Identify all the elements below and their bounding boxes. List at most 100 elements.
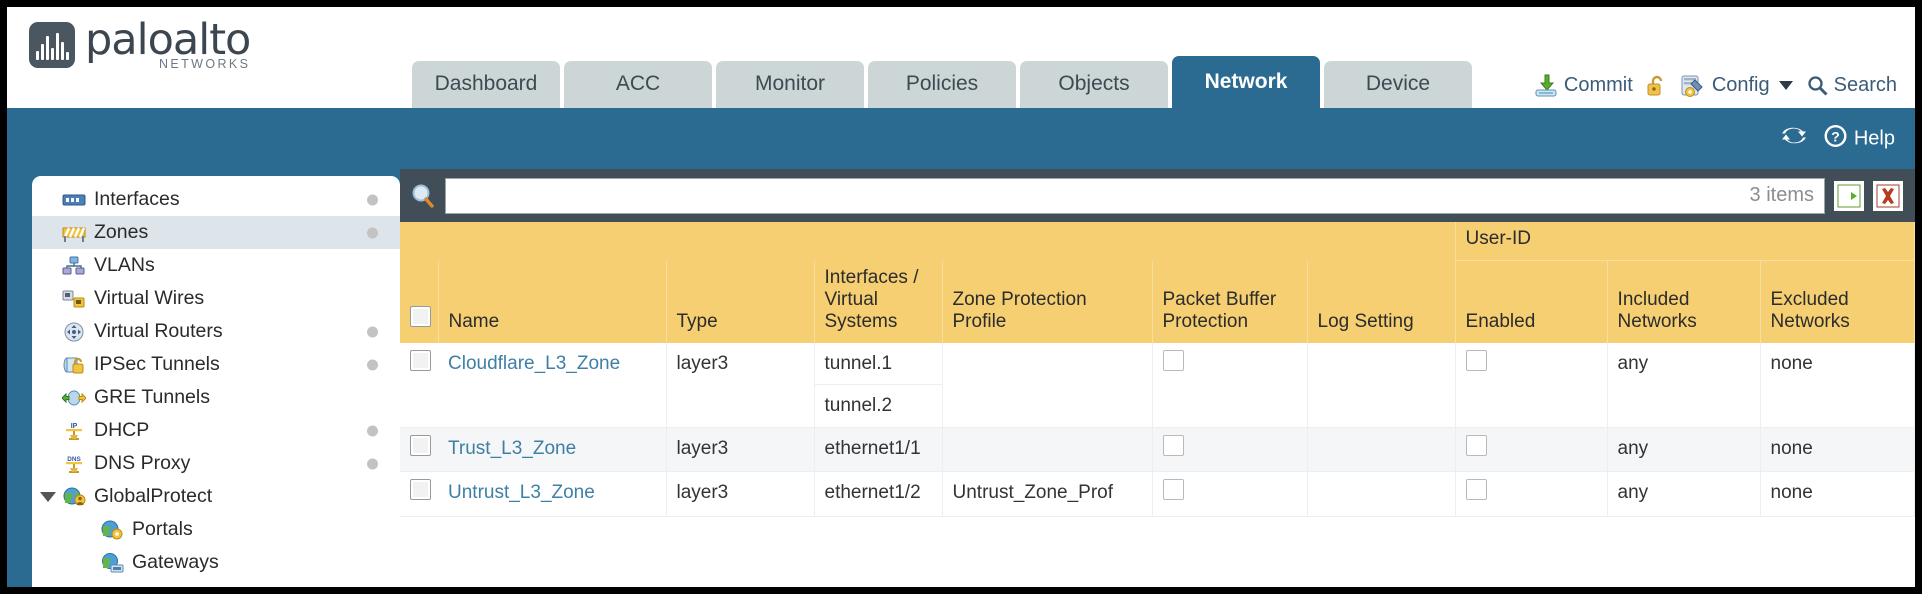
config-label: Config xyxy=(1711,74,1770,96)
column-header-included-networks[interactable]: Included Networks xyxy=(1607,260,1761,343)
status-dot xyxy=(367,359,378,370)
filter-toolbar: 3 items xyxy=(400,169,1915,222)
table-row[interactable]: Cloudflare_L3_Zone layer3 tunnel.1 tunne… xyxy=(400,342,1915,428)
clear-filter-button[interactable] xyxy=(1873,180,1903,211)
column-header-packet-buffer-protection[interactable]: Packet Buffer Protection xyxy=(1152,260,1308,343)
config-menu[interactable]: Config xyxy=(1681,74,1793,97)
tab-acc[interactable]: ACC xyxy=(564,61,712,108)
column-header-log-setting[interactable]: Log Setting xyxy=(1307,260,1456,343)
brand-tagline: NETWORKS xyxy=(158,57,251,71)
portals-icon xyxy=(100,520,124,540)
apply-filter-button[interactable] xyxy=(1834,180,1864,211)
tab-monitor[interactable]: Monitor xyxy=(716,61,864,108)
row-checkbox[interactable] xyxy=(410,434,431,456)
help-button[interactable]: ? Help xyxy=(1823,123,1895,154)
cell-excluded-networks: none xyxy=(1760,342,1915,428)
zone-name-link[interactable]: Trust_L3_Zone xyxy=(448,437,577,459)
zone-name-link[interactable]: Untrust_L3_Zone xyxy=(448,482,595,504)
sidebar-item-ipsec-tunnels[interactable]: IPSec Tunnels xyxy=(32,348,400,381)
cell-userid-enabled xyxy=(1455,427,1608,473)
sidebar-item-dhcp[interactable]: IP DHCP xyxy=(32,414,400,447)
cell-zone-protection-profile: Untrust_Zone_Prof xyxy=(942,471,1153,517)
cell-packet-buffer-protection xyxy=(1152,342,1308,428)
tab-objects[interactable]: Objects xyxy=(1020,61,1168,108)
interface-item: ethernet1/1 xyxy=(824,437,921,459)
sidebar-item-gateways[interactable]: Gateways xyxy=(32,546,400,579)
sidebar-item-virtual-wires[interactable]: Virtual Wires xyxy=(32,282,400,315)
userid-enabled-checkbox[interactable] xyxy=(1465,434,1487,456)
sub-header-bar: ? Help xyxy=(7,108,1915,169)
interfaces-icon xyxy=(62,190,86,210)
top-header: paloalto NETWORKS Dashboard ACC Monitor … xyxy=(7,7,1915,108)
row-select-cell xyxy=(400,471,438,517)
cell-userid-enabled xyxy=(1455,342,1608,428)
interface-item: tunnel.2 xyxy=(824,395,893,417)
sidebar-item-zones[interactable]: Zones xyxy=(32,216,400,249)
cell-name: Trust_L3_Zone xyxy=(438,427,667,473)
filter-input[interactable]: 3 items xyxy=(445,177,1825,214)
column-header-zone-protection-profile[interactable]: Zone Protection Profile xyxy=(942,260,1153,343)
svg-text:?: ? xyxy=(1831,128,1840,144)
sidebar-item-label: GlobalProtect xyxy=(94,485,213,507)
lock-button[interactable] xyxy=(1647,74,1667,97)
sidebar-item-portals[interactable]: Portals xyxy=(32,513,400,546)
sidebar-item-gre-tunnels[interactable]: GRE Tunnels xyxy=(32,381,400,414)
gre-tunnels-icon xyxy=(61,388,87,408)
tab-device[interactable]: Device xyxy=(1324,61,1472,108)
row-select-cell xyxy=(400,342,438,428)
paloalto-logo-mark-icon xyxy=(29,21,75,68)
userid-enabled-checkbox[interactable] xyxy=(1465,479,1487,501)
column-header-excluded-networks[interactable]: Excluded Networks xyxy=(1760,260,1915,343)
row-select-cell xyxy=(400,427,438,473)
table-group-header-row: User-ID xyxy=(400,222,1915,262)
group-header-spacer xyxy=(400,222,1456,261)
sidebar-item-label: Gateways xyxy=(132,551,219,573)
packet-buffer-protection-checkbox[interactable] xyxy=(1162,434,1184,456)
column-header-interfaces[interactable]: Interfaces / Virtual Systems xyxy=(814,260,943,343)
cell-type: layer3 xyxy=(666,342,815,428)
filter-search-icon[interactable] xyxy=(410,183,436,209)
userid-enabled-checkbox[interactable] xyxy=(1465,349,1487,371)
main-body: Interfaces Zones xyxy=(7,169,1915,587)
cell-interfaces: tunnel.1 tunnel.2 xyxy=(814,342,943,428)
row-checkbox[interactable] xyxy=(410,479,431,501)
search-button[interactable]: Search xyxy=(1807,74,1897,97)
table-row[interactable]: Trust_L3_Zone layer3 ethernet1/1 xyxy=(400,427,1915,473)
cell-zone-protection-profile xyxy=(942,342,1153,428)
packet-buffer-protection-checkbox[interactable] xyxy=(1162,349,1184,371)
table-header-row: Name Type Interfaces / Virtual Systems Z… xyxy=(400,260,1915,343)
packet-buffer-protection-checkbox[interactable] xyxy=(1162,479,1184,501)
table-row[interactable]: Untrust_L3_Zone layer3 ethernet1/2 Untru… xyxy=(400,471,1915,517)
row-checkbox[interactable] xyxy=(410,349,431,371)
refresh-button[interactable] xyxy=(1781,125,1807,153)
commit-button[interactable]: Commit xyxy=(1534,74,1633,97)
sidebar-item-label: VLANs xyxy=(94,254,155,276)
interface-item: tunnel.1 xyxy=(814,343,942,386)
column-header-userid-enabled[interactable]: Enabled xyxy=(1455,260,1608,343)
chevron-down-icon[interactable] xyxy=(1778,81,1793,90)
sidebar-item-globalprotect[interactable]: GlobalProtect xyxy=(32,480,400,513)
sidebar-item-interfaces[interactable]: Interfaces xyxy=(32,183,400,216)
zones-table-container: User-ID Name Type Interfaces / Virtual S… xyxy=(400,222,1915,587)
brand-name: paloalto xyxy=(85,15,251,65)
sidebar-item-vlans[interactable]: VLANs xyxy=(32,249,400,282)
status-dot xyxy=(367,326,378,337)
cell-included-networks: any xyxy=(1607,342,1761,428)
header-actions: Commit xyxy=(1534,74,1897,97)
collapse-triangle-icon[interactable] xyxy=(40,491,56,502)
commit-icon xyxy=(1534,74,1558,97)
column-header-name[interactable]: Name xyxy=(438,260,667,343)
tab-dashboard[interactable]: Dashboard xyxy=(412,61,560,108)
sidebar-item-dns-proxy[interactable]: DNS DNS Proxy xyxy=(32,447,400,480)
tab-policies[interactable]: Policies xyxy=(868,61,1016,108)
select-all-checkbox[interactable] xyxy=(410,305,431,327)
column-header-type[interactable]: Type xyxy=(666,260,815,343)
cell-log-setting xyxy=(1307,427,1456,473)
cell-type: layer3 xyxy=(666,471,815,517)
vlans-icon xyxy=(62,256,86,276)
zone-name-link[interactable]: Cloudflare_L3_Zone xyxy=(448,352,621,374)
sidebar-item-label: IPSec Tunnels xyxy=(94,353,220,375)
dns-proxy-icon: DNS xyxy=(62,454,86,474)
sidebar-item-virtual-routers[interactable]: Virtual Routers xyxy=(32,315,400,348)
tab-network[interactable]: Network xyxy=(1172,56,1320,108)
